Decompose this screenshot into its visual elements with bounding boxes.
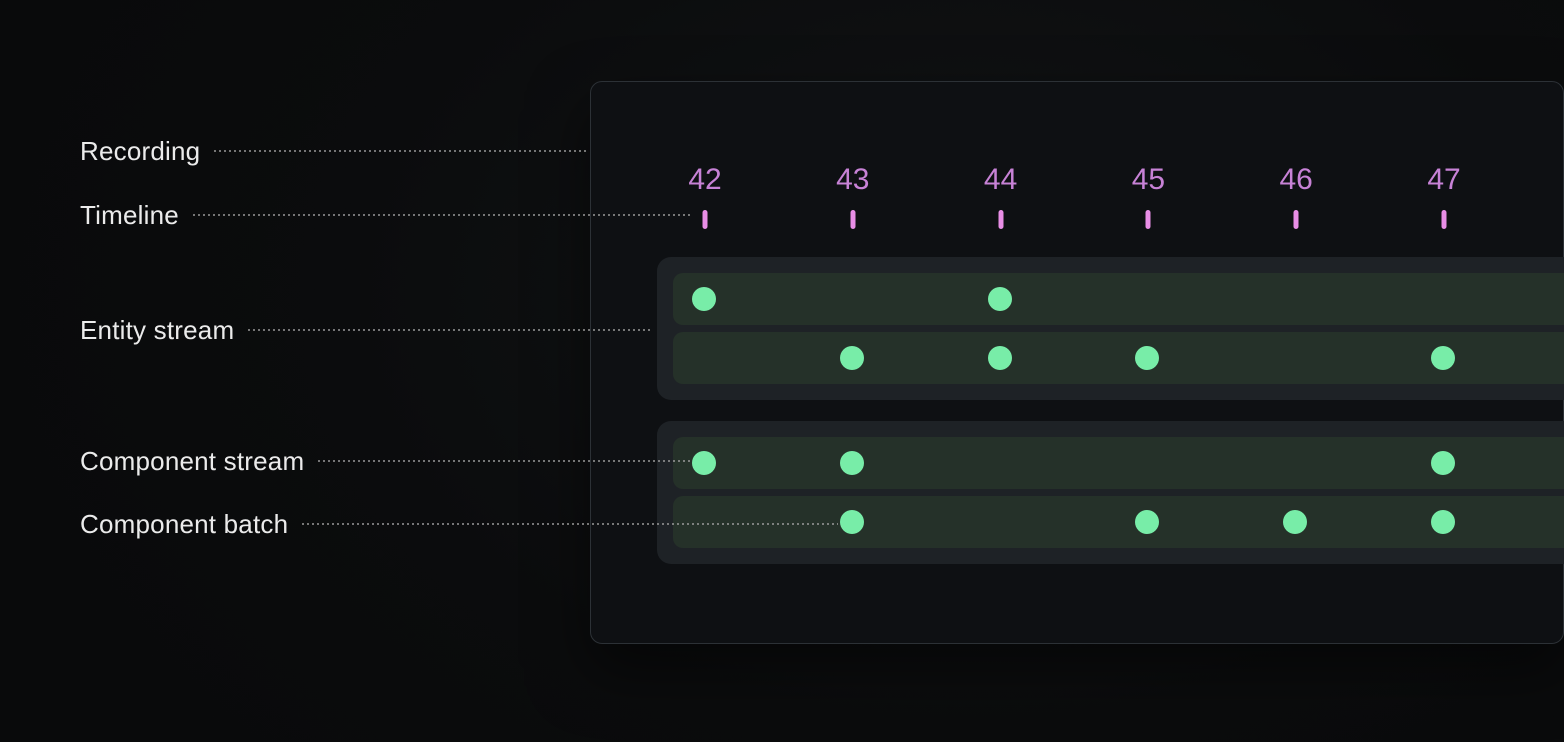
timeline-time-label: 44: [983, 163, 1018, 196]
timeline-tick-mark: [1293, 210, 1299, 229]
leader-line-timeline: [192, 214, 692, 216]
label-timeline: Timeline: [80, 199, 179, 230]
component-batch-dot: [839, 346, 864, 370]
leader-line-component-stream: [318, 460, 690, 462]
component-batch-dot: [692, 451, 716, 475]
component-batch-dot: [1283, 510, 1308, 534]
leader-line-recording: [214, 150, 588, 152]
annotation-timeline: Timeline: [80, 197, 692, 233]
component-batch-dot: [987, 346, 1012, 370]
component-batch-dot: [839, 451, 864, 475]
entity-stream-group: [657, 421, 1564, 564]
component-batch-dot: [839, 510, 864, 534]
timeline-time-label: 46: [1279, 163, 1313, 196]
label-component-batch: Component batch: [80, 508, 289, 539]
component-stream-row: [673, 273, 1564, 325]
timeline-tick-mark: [850, 210, 856, 229]
label-recording: Recording: [80, 135, 201, 166]
entity-stream-group: [657, 257, 1564, 400]
timeline-time-label: 45: [1131, 163, 1166, 196]
annotation-recording: Recording: [80, 133, 588, 169]
component-batch-dot: [1431, 510, 1455, 534]
timeline-time-label: 47: [1427, 163, 1461, 196]
component-batch-dot: [692, 287, 716, 311]
timeline-tick-mark: [998, 210, 1004, 229]
annotation-component-stream: Component stream: [80, 443, 690, 479]
label-component-stream: Component stream: [80, 445, 305, 476]
timeline-tick-mark: [702, 210, 708, 229]
leader-line-component-batch: [302, 523, 838, 525]
component-stream-row: [673, 332, 1564, 384]
component-batch-row: [673, 496, 1564, 548]
component-batch-dot: [1431, 346, 1455, 370]
timeline-tick-mark: [1441, 210, 1447, 229]
component-batch-dot: [987, 287, 1012, 311]
component-batch-dot: [1135, 346, 1160, 370]
timeline-tick-mark: [1145, 210, 1151, 229]
leader-line-entity-stream: [248, 329, 651, 331]
annotation-entity-stream: Entity stream: [80, 312, 651, 348]
component-stream-row: [673, 437, 1564, 489]
label-entity-stream: Entity stream: [80, 314, 235, 345]
timeline-time-label: 43: [836, 163, 870, 196]
component-batch-dot: [1431, 451, 1455, 475]
component-batch-dot: [1135, 510, 1160, 534]
annotation-component-batch: Component batch: [80, 506, 838, 542]
timeline-time-label: 42: [688, 163, 722, 196]
